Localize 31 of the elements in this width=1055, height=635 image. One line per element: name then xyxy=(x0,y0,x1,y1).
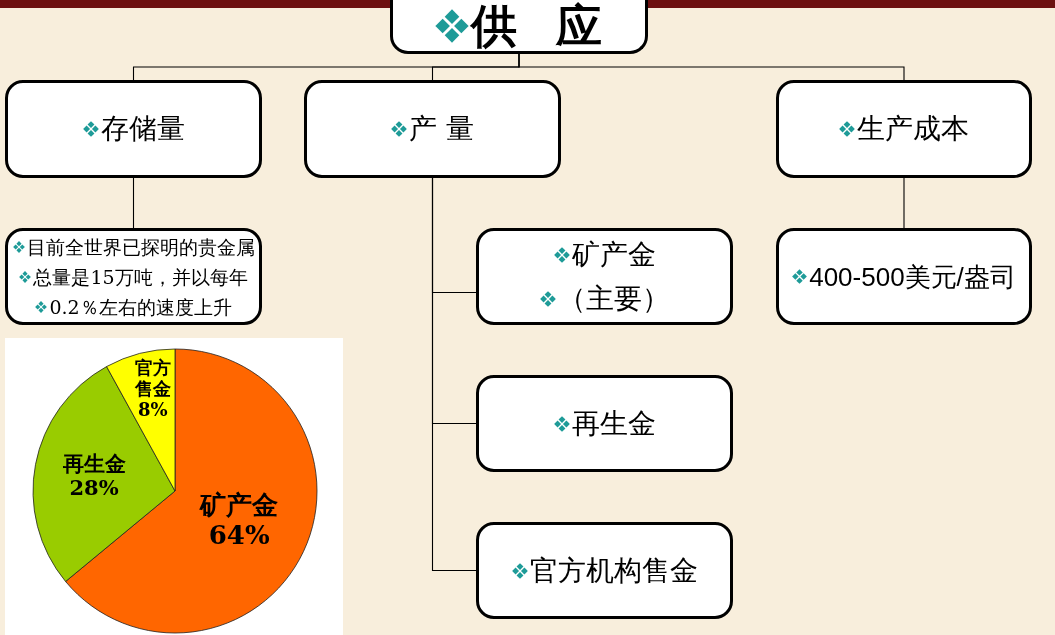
topic-box xyxy=(476,522,733,619)
slice-label: 官方售金 xyxy=(133,358,172,400)
slice-label: 再生金 xyxy=(61,451,127,476)
box-label: 总量是15万吨，并以每年 xyxy=(33,264,248,290)
box-label: 400-500美元/盎司 xyxy=(809,260,1016,294)
title-text: 供 应 xyxy=(471,0,603,51)
connector-line xyxy=(903,177,905,229)
box-label: 生产成本 xyxy=(857,112,969,146)
topic-box xyxy=(476,228,733,325)
topic-box xyxy=(476,375,733,472)
topic-box xyxy=(5,80,262,178)
box-label: 产 量 xyxy=(409,112,474,146)
topic-box xyxy=(304,80,561,178)
box-label: 0.2％左右的速度上升 xyxy=(49,294,232,320)
box-label: 存储量 xyxy=(100,112,185,146)
value-label: 8% xyxy=(137,399,169,421)
box-label: 官方机构售金 xyxy=(529,553,698,588)
connector-line xyxy=(132,177,135,229)
note-box xyxy=(5,228,262,325)
connector-line xyxy=(431,177,477,572)
topic-box xyxy=(776,80,1032,178)
box-label: 矿产金 xyxy=(571,236,656,273)
box-label: （主要） xyxy=(557,280,670,317)
value-label: 28% xyxy=(68,475,120,500)
slice-label: 矿产金 xyxy=(198,491,280,522)
box-label: 目前全世界已探明的贵金属 xyxy=(26,234,255,260)
title-box xyxy=(390,0,648,54)
topic-box xyxy=(776,228,1032,325)
box-label: 再生金 xyxy=(571,406,656,441)
connector-line xyxy=(518,53,905,81)
value-label: 64% xyxy=(207,521,271,551)
